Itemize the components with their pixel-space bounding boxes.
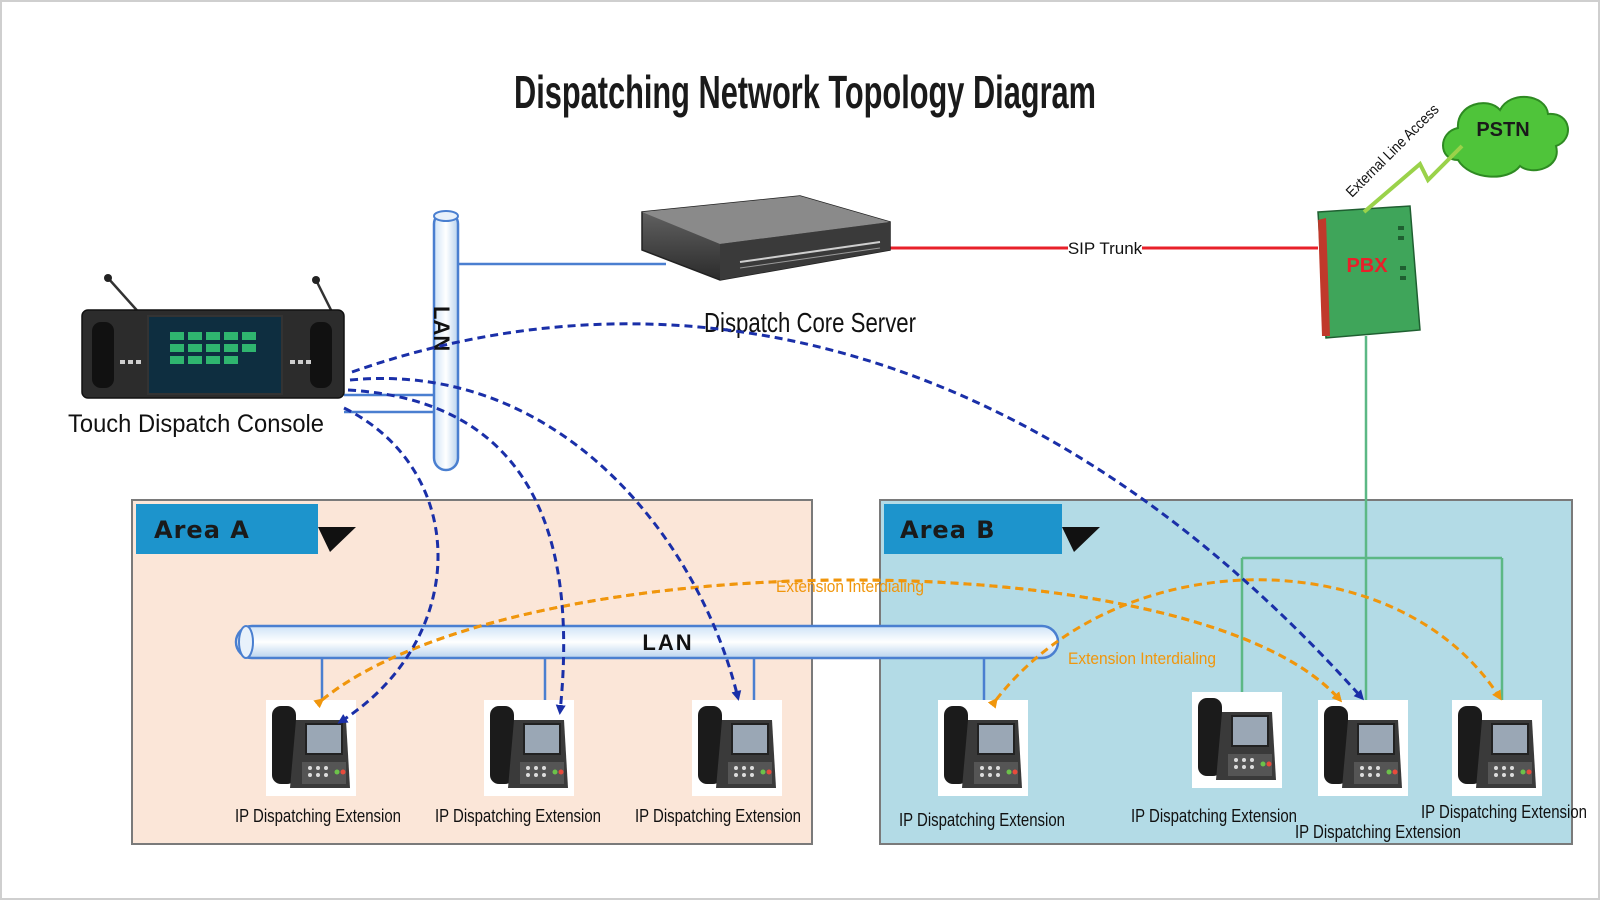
phone-a3 [691,699,783,797]
vertical-lan-label: LAN [429,306,454,351]
server-label: Dispatch Core Server [704,307,916,338]
phone-a1-label: IP Dispatching Extension [235,806,401,826]
area-a-tab-corner [318,527,356,552]
pstn-label: PSTN [1476,119,1529,141]
pbx-label: PBX [1346,255,1388,277]
area-b-tab [884,504,1062,554]
phone-a2-label: IP Dispatching Extension [435,806,601,826]
server-top [642,196,890,244]
phone-b3 [1317,699,1409,797]
pbx-device: PBX [1317,205,1421,339]
pstn-cloud-shape [1442,95,1569,178]
dispatch-arc-a3 [349,377,742,701]
pstn-cloud: PSTN [1442,95,1569,178]
phone-b2 [1191,691,1283,789]
sip-trunk-label-bg [1068,237,1142,259]
interdial-arc-2 [987,578,1502,709]
area-b-label: Area B [900,516,996,544]
console-screen [147,315,283,395]
dispatch-core-server: Dispatch Core Server [641,195,916,338]
dispatch-arc-b3 [351,322,1364,701]
interdialing-label-2: Extension Interdialing [1068,649,1216,668]
server-front [720,222,890,280]
phone-a1 [265,699,357,797]
phone-b4-label: IP Dispatching Extension [1421,802,1587,822]
vertical-lan-pipe: LAN [429,210,460,472]
phone-b3-label: IP Dispatching Extension [1295,822,1461,842]
interdialing-arcs [313,578,1502,709]
phone-b2-label: IP Dispatching Extension [1131,806,1297,826]
area-b-tab-corner [1062,527,1100,552]
touch-dispatch-console: Touch Dispatch Console [68,274,345,438]
horizontal-lan-pipe: LAN [234,624,1060,660]
lan-links [320,262,986,700]
phone-b4 [1451,699,1543,797]
interdialing-label-1: Extension Interdialing [776,577,924,596]
area-a-label: Area A [154,516,250,544]
phone-b1-label: IP Dispatching Extension [899,810,1065,830]
horizontal-lan-label: LAN [642,630,693,655]
dispatch-arc-a1 [337,406,440,724]
phone-a3-label: IP Dispatching Extension [635,806,801,826]
console-label: Touch Dispatch Console [68,410,324,438]
sip-trunk-label: SIP Trunk [1068,239,1143,258]
dispatch-arc-a2 [347,388,566,715]
diagram-title: Dispatching Network Topology Diagram [514,66,1096,118]
area-a-tab [136,504,318,554]
external-line-bolt [1362,144,1464,214]
phone-a2 [483,699,575,797]
dispatch-arcs [337,322,1364,724]
pbx-links [1240,336,1504,700]
phone-b1 [937,699,1029,797]
